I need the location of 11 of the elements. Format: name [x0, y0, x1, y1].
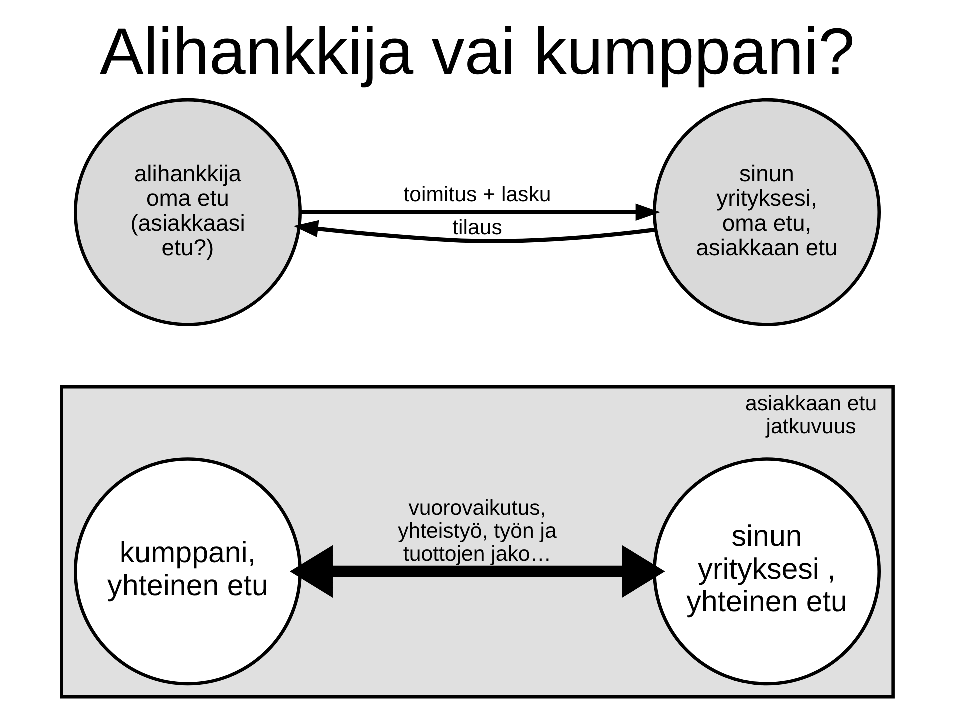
arrow [300, 204, 660, 222]
edge-label: vuorovaikutus, yhteistyö, työn ja tuottojen jako… [398, 496, 556, 566]
node-circle: kumppani, yhteinen etu [73, 458, 302, 686]
edge-label: toimitus + lasku [403, 182, 551, 207]
node-circle: sinun yrityksesi, oma etu, asiakkaan etu [652, 98, 881, 326]
diagram-title: Alihankkija vai kumppani? [100, 14, 854, 88]
edge-label: tilaus [452, 215, 502, 240]
node-circle: alihankkija oma etu (asiakkaasi etu?) [73, 98, 302, 326]
arrow [293, 220, 656, 244]
arrow [290, 545, 665, 598]
node-circle: sinun yrityksesi , yhteinen etu [652, 458, 881, 686]
